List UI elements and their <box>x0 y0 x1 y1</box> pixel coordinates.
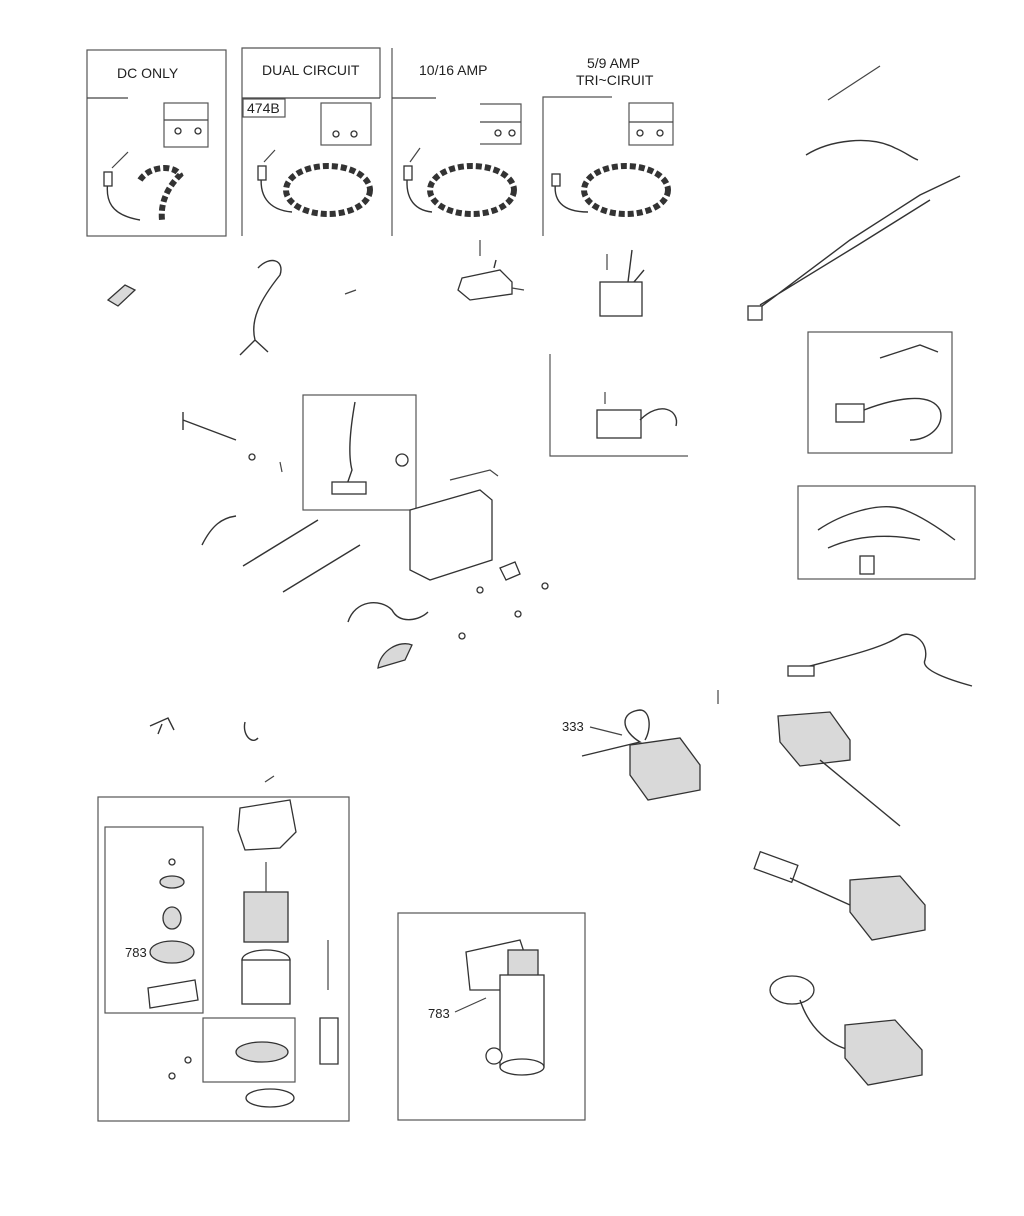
panel-5-9-amp: 5/9 AMP TRI~CIRUIT <box>542 55 674 236</box>
main-wire-harness <box>749 175 961 316</box>
wire-harness-small <box>239 259 282 356</box>
connector-inset <box>163 102 209 148</box>
ground-wire <box>827 65 881 101</box>
callout-333: 333 <box>562 719 584 734</box>
clip <box>243 721 259 741</box>
clip <box>149 717 175 735</box>
throttle-control-group <box>182 394 549 669</box>
starter-exploded-group: 783 <box>97 796 350 1122</box>
stator-dual-circuit <box>283 163 373 217</box>
starter-body <box>499 974 545 1068</box>
callout-783-starter: 783 <box>428 1006 450 1021</box>
panel-title-10-16-amp: 10/16 AMP <box>419 62 488 78</box>
harness-inset-1 <box>807 331 953 454</box>
battery-cable <box>787 633 973 687</box>
drive-gear-inset <box>104 826 204 1014</box>
stator-5-9-amp <box>581 163 671 217</box>
regulator-10-16-amp <box>457 240 525 301</box>
starter-housing <box>241 959 291 1005</box>
spring <box>201 515 237 546</box>
ground-strap <box>805 139 919 161</box>
brush-plate-inset <box>202 1017 296 1083</box>
ignition-coil-333 <box>581 709 701 801</box>
bracket-clip <box>106 284 137 307</box>
ignition-coil-right-1 <box>777 711 901 827</box>
panel-title-5-9-amp: 5/9 AMP <box>587 55 640 71</box>
harness-inset-2 <box>797 485 976 580</box>
callout-box-474b <box>242 98 286 118</box>
throttle-rod <box>282 544 361 593</box>
governor-inset <box>302 394 417 511</box>
armature <box>243 891 289 943</box>
panel-dc-only: DC ONLY <box>86 49 227 237</box>
ignition-coil-right-2 <box>753 850 926 941</box>
drive-gear <box>149 940 195 964</box>
regulator-5-9-amp <box>599 249 645 317</box>
panel-title-dc-only: DC ONLY <box>117 65 179 81</box>
callout-783-gear: 783 <box>125 945 147 960</box>
throttle-lever <box>377 643 413 669</box>
screw <box>264 775 275 783</box>
starter-motor-assembly: 783 <box>397 912 586 1121</box>
stator-dc-only <box>137 165 184 221</box>
throttle-cable <box>347 602 429 623</box>
panel-dual-circuit: DUAL CIRCUIT 474B <box>241 47 381 236</box>
panel-title-dual-circuit: DUAL CIRCUIT <box>262 62 360 78</box>
ignition-coil-right-3 <box>769 975 923 1086</box>
starter-end-cap <box>237 799 297 851</box>
connector-inset <box>320 102 372 146</box>
stator-10-16-amp <box>427 163 517 217</box>
panel-subtitle-tri-circuit: TRI~CIRUIT <box>576 72 654 88</box>
panel-10-16-amp: 10/16 AMP <box>391 48 522 236</box>
control-bracket <box>409 489 493 581</box>
link-rod <box>242 519 319 567</box>
callout-474b: 474B <box>247 100 280 116</box>
regulator-inset <box>549 354 688 457</box>
connector-inset <box>628 102 674 146</box>
screw <box>344 289 357 295</box>
